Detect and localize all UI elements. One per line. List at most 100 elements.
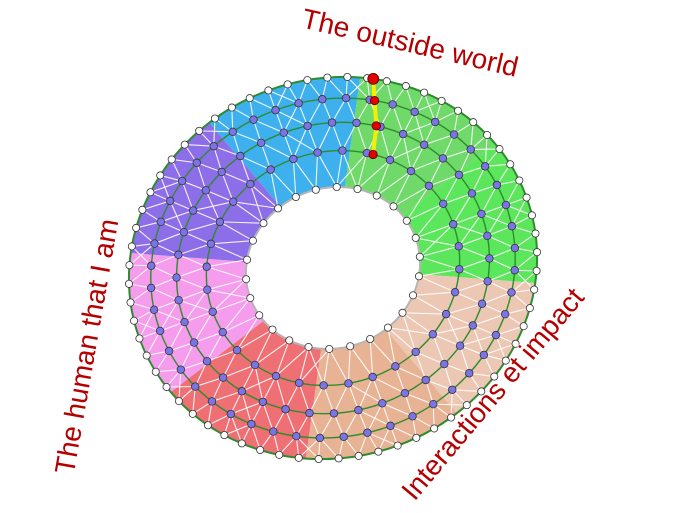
mesh-edge: [369, 338, 396, 367]
boundary-node: [334, 454, 343, 463]
mesh-edge: [432, 334, 445, 365]
mesh-edge: [319, 413, 335, 439]
mesh-edge: [372, 376, 406, 394]
boundary-node: [525, 304, 534, 313]
boundary-node: [311, 185, 320, 194]
boundary-node: [389, 202, 398, 211]
boundary-node: [411, 233, 420, 242]
inner-node: [378, 399, 387, 408]
inner-node: [449, 130, 459, 139]
mesh-edge: [184, 311, 213, 323]
mesh-edge: [171, 158, 197, 164]
inner-node: [188, 206, 198, 215]
inner-node: [165, 196, 175, 206]
mesh-edge: [241, 364, 256, 392]
mesh-edge: [443, 192, 473, 205]
boundary-node: [437, 96, 446, 105]
mesh-edge: [356, 99, 371, 124]
boundary-node: [255, 311, 264, 320]
mesh-edge: [452, 193, 473, 225]
mesh-edge: [459, 345, 485, 356]
inner-node: [201, 186, 211, 195]
inner-node: [438, 154, 448, 163]
mesh-edge: [487, 269, 515, 282]
inner-node: [292, 431, 301, 441]
boundary-node: [531, 229, 540, 238]
mesh-edge: [423, 92, 436, 123]
mesh-edge: [178, 289, 208, 301]
mesh-edge: [249, 183, 265, 224]
boundary-node: [283, 80, 292, 89]
mesh-edge: [153, 309, 185, 323]
highlight-path: [371, 76, 379, 157]
mesh-edge: [425, 379, 453, 391]
mesh-edge: [394, 366, 406, 394]
mesh-edge: [181, 180, 207, 191]
boundary-node: [469, 118, 478, 127]
mesh-edge: [454, 291, 483, 305]
boundary-node: [138, 205, 147, 214]
boundary-node: [274, 204, 283, 213]
inner-node: [385, 155, 395, 165]
mesh-edge: [425, 379, 434, 405]
mesh-edge: [298, 346, 310, 384]
inner-node: [448, 385, 457, 394]
mesh-edge: [450, 389, 453, 418]
inner-node: [266, 165, 275, 174]
mesh-edge: [239, 155, 251, 185]
mesh-edge: [205, 189, 234, 203]
mesh-edge: [387, 327, 417, 353]
mesh-edge: [459, 345, 470, 374]
boundary-node: [303, 76, 312, 85]
mesh-edge: [178, 243, 212, 256]
boundary-node: [383, 323, 392, 332]
inner-node: [147, 261, 156, 270]
boundary-node: [246, 294, 255, 303]
mesh-edge: [160, 221, 185, 233]
mesh-edge: [249, 183, 279, 209]
mesh-edge: [480, 184, 498, 215]
boundary-node: [412, 433, 421, 442]
mesh-edge: [151, 254, 179, 267]
mesh-edge: [194, 360, 208, 387]
boundary-node: [325, 344, 334, 353]
mesh-edge: [395, 365, 426, 381]
boundary-node: [256, 445, 265, 454]
inner-node: [279, 128, 288, 137]
mesh-edge: [357, 376, 374, 411]
mesh-edge: [323, 385, 335, 414]
boundary-node: [353, 185, 362, 194]
mesh-edge: [195, 377, 224, 388]
inner-node: [146, 283, 156, 293]
mesh-edge: [212, 297, 251, 313]
mesh-edge: [192, 386, 196, 414]
mesh-edge: [459, 268, 488, 282]
inner-node: [455, 341, 465, 350]
mesh-edge: [319, 437, 340, 459]
mesh-edge: [292, 125, 309, 160]
mesh-edge: [128, 265, 152, 285]
inner-node: [174, 250, 183, 259]
inner-node: [406, 166, 416, 176]
mesh-edge: [433, 403, 467, 406]
inner-node: [226, 409, 236, 419]
mesh-edge: [505, 307, 530, 315]
inner-node: [269, 427, 278, 436]
mesh-edge: [390, 425, 417, 439]
inner-node: [510, 243, 520, 253]
boundary-node: [242, 275, 251, 284]
mesh-edge: [419, 256, 460, 270]
inner-node: [189, 338, 199, 347]
mesh-edge: [213, 118, 216, 147]
inner-node: [354, 405, 363, 415]
boundary-node: [477, 387, 486, 396]
inner-node: [485, 254, 494, 263]
mesh-edge: [346, 76, 371, 101]
inner-node: [228, 127, 237, 136]
mesh-edge: [270, 169, 279, 209]
mesh-edge: [222, 349, 238, 378]
mesh-edge: [458, 165, 486, 176]
mesh-edge: [458, 149, 472, 176]
mesh-edge: [393, 185, 430, 207]
boundary-node: [259, 219, 268, 228]
